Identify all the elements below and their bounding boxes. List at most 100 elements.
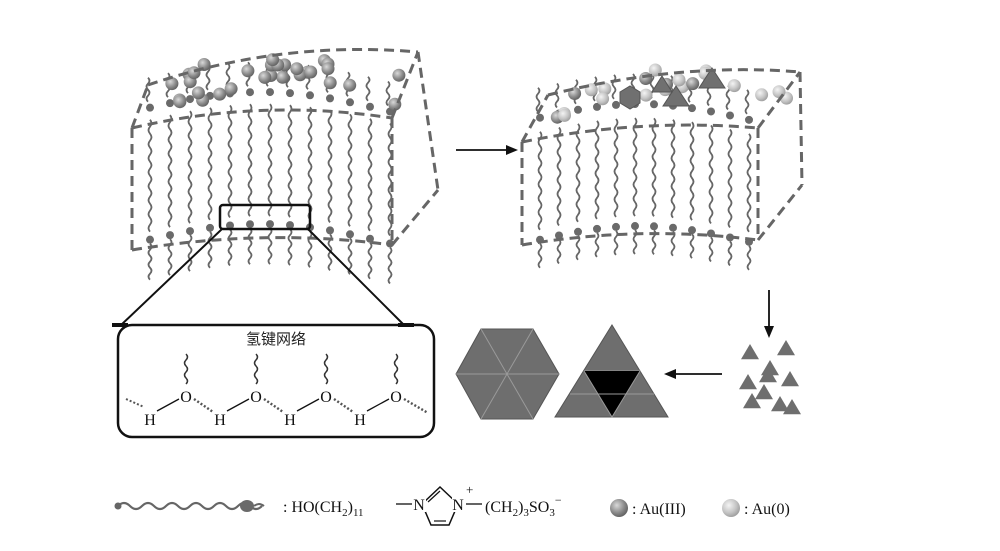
surfactant-chain-inner (247, 103, 253, 217)
hydroxyl-chain (393, 353, 399, 385)
hydroxyl-chain (183, 353, 189, 385)
ring-plus: + (466, 482, 473, 497)
surfactant-chain-upper (611, 74, 617, 100)
legend-headgroup (240, 500, 254, 512)
surfactant-chain-lower (727, 240, 733, 267)
surfactant-chain-inner (670, 119, 676, 219)
au0-particle (558, 108, 571, 122)
legend: : HO(CH2)11 N N + (CH2)3SO3− : Au(III) :… (114, 482, 790, 526)
surfactant-chains-right (535, 73, 753, 271)
au3-particle (276, 70, 290, 84)
surfactant-head (688, 226, 696, 235)
au0-particle (596, 92, 610, 106)
surfactant-head (286, 221, 294, 230)
hbond-dotted (403, 397, 429, 415)
small-nanoplate (755, 384, 773, 400)
legend-surfactant-chain (117, 501, 263, 511)
surfactant-chain-inner (594, 120, 600, 220)
surfactant-chain-inner (575, 123, 581, 223)
ring-n-right: N (452, 497, 464, 514)
surfactant-chain-inner (727, 128, 733, 229)
au3-particle (686, 77, 700, 91)
surfactant-chain-inner (367, 118, 373, 232)
au0-particle (672, 73, 686, 87)
surfactant-head (226, 221, 234, 230)
nanoplate-cluster (739, 340, 801, 415)
oxygen-label: O (250, 389, 262, 406)
surfactant-head (246, 88, 254, 97)
surfactant-head (146, 235, 154, 244)
surfactant-head (669, 223, 677, 232)
surfactant-head (650, 222, 658, 231)
zoom-box (218, 203, 312, 231)
surfactant-head (326, 226, 334, 235)
surfactant-chain-lower (187, 234, 193, 272)
surfactant-chain-inner (207, 107, 213, 221)
surfactant-head (631, 222, 639, 231)
au3-particle (304, 65, 318, 79)
surfactant-chain-upper (535, 87, 541, 113)
surfactant-chain-inner (651, 117, 657, 217)
hydroxyl-chain (253, 353, 259, 385)
legend-au0-label: : Au(0) (744, 501, 790, 518)
surfactant-head (555, 231, 563, 240)
inset-title: 氢键网络 (246, 330, 306, 348)
membrane-outline-left (130, 48, 440, 252)
surfactant-chain-upper (385, 80, 391, 107)
surfactant-head (326, 94, 334, 103)
triangular-nanoplate (554, 324, 669, 418)
surfactant-chain-inner (708, 124, 714, 225)
small-nanoplate (743, 393, 761, 409)
surfactant-head (346, 98, 354, 107)
au0-particle (598, 82, 612, 96)
surfactant-chain-lower (227, 228, 233, 267)
legend-au3-label: : Au(III) (632, 501, 686, 518)
surfactant-chain-lower (207, 231, 213, 269)
surfactant-head (246, 220, 254, 229)
covalent-bond (156, 398, 180, 412)
legend-head-tail (253, 503, 265, 507)
surfactant-head (146, 103, 154, 112)
covalent-bond (366, 398, 390, 412)
surfactant-chain-lower (247, 227, 253, 265)
au3-particles-left (165, 53, 406, 111)
surfactant-chain-inner (689, 121, 695, 221)
au3-particle (290, 62, 304, 76)
surfactant-chain-inner (187, 110, 193, 224)
covalent-bond (296, 398, 320, 412)
surfactant-head (186, 227, 194, 236)
membrane-right (520, 63, 804, 271)
surfactant-chain-upper (365, 76, 371, 102)
au3-particle (187, 66, 201, 80)
legend-formula-left: : HO(CH2)11 (283, 499, 364, 519)
hexagonal-nanoplate (455, 328, 560, 420)
surfactant-chain-inner (307, 106, 313, 220)
surfactant-chain-lower (689, 233, 695, 259)
small-nanoplate (739, 374, 757, 390)
surfactant-chain-lower (556, 238, 562, 265)
surfactant-head (536, 113, 544, 122)
surfactant-chain-inner (287, 104, 293, 218)
covalent-bond (226, 398, 250, 412)
hydrogen-label: H (354, 412, 366, 429)
surfactant-chain-inner (347, 113, 353, 227)
au3-particle (213, 87, 227, 101)
surfactant-head (286, 89, 294, 98)
surfactant-head (650, 100, 658, 109)
surfactant-head (266, 88, 274, 97)
hydrogen-label: H (284, 412, 296, 429)
surfactant-chain-inner (632, 117, 638, 217)
surfactant-head (306, 91, 314, 100)
surfactant-chain-inner (556, 126, 562, 227)
hydrogen-label: H (144, 412, 156, 429)
surfactant-chain-lower (267, 227, 273, 265)
au0-particle (755, 88, 769, 102)
surfactant-chain-lower (670, 231, 676, 257)
au3-particle (241, 64, 255, 78)
surfactant-head (186, 95, 194, 104)
hbond-dotted (333, 398, 354, 413)
small-nanoplate (771, 396, 789, 412)
au0-particle (727, 79, 741, 93)
